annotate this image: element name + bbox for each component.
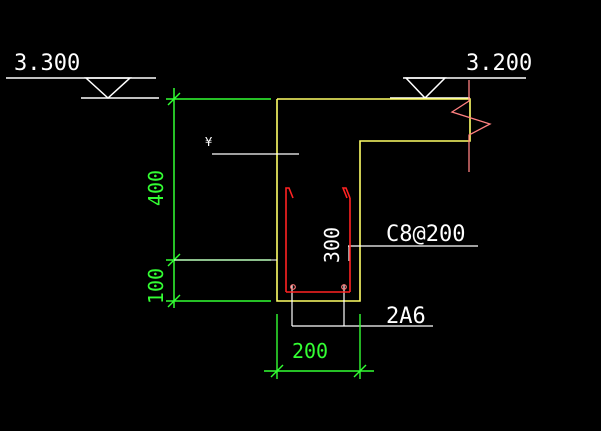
- left-elevation-label: 3.300: [14, 51, 80, 76]
- dimension-400: 400: [144, 170, 168, 206]
- dimension-200: 200: [292, 339, 328, 363]
- beam-slab-outline: [276, 98, 471, 302]
- bottom-dim-tick-right: [353, 364, 367, 378]
- small-mark: ¥: [205, 135, 213, 149]
- break-line: [450, 80, 492, 172]
- right-elevation-triangle: [404, 77, 447, 100]
- left-rebar-hook: [285, 187, 294, 199]
- left-bottom-bar: [290, 284, 296, 290]
- stirrup-dimension-300: 300: [320, 227, 344, 263]
- bottom-dim-tick-left: [270, 364, 284, 378]
- dim-tick-top: [167, 92, 181, 106]
- dim-tick-bottom: [167, 294, 181, 308]
- bottom-rebar-label: 2A6: [386, 304, 426, 329]
- right-rebar-hook: [341, 187, 351, 199]
- dimension-100: 100: [144, 268, 168, 304]
- right-bottom-bar: [341, 284, 347, 290]
- right-elevation-label: 3.200: [466, 51, 532, 76]
- stirrup-label: C8@200: [386, 222, 465, 247]
- left-elevation-triangle: [84, 77, 132, 100]
